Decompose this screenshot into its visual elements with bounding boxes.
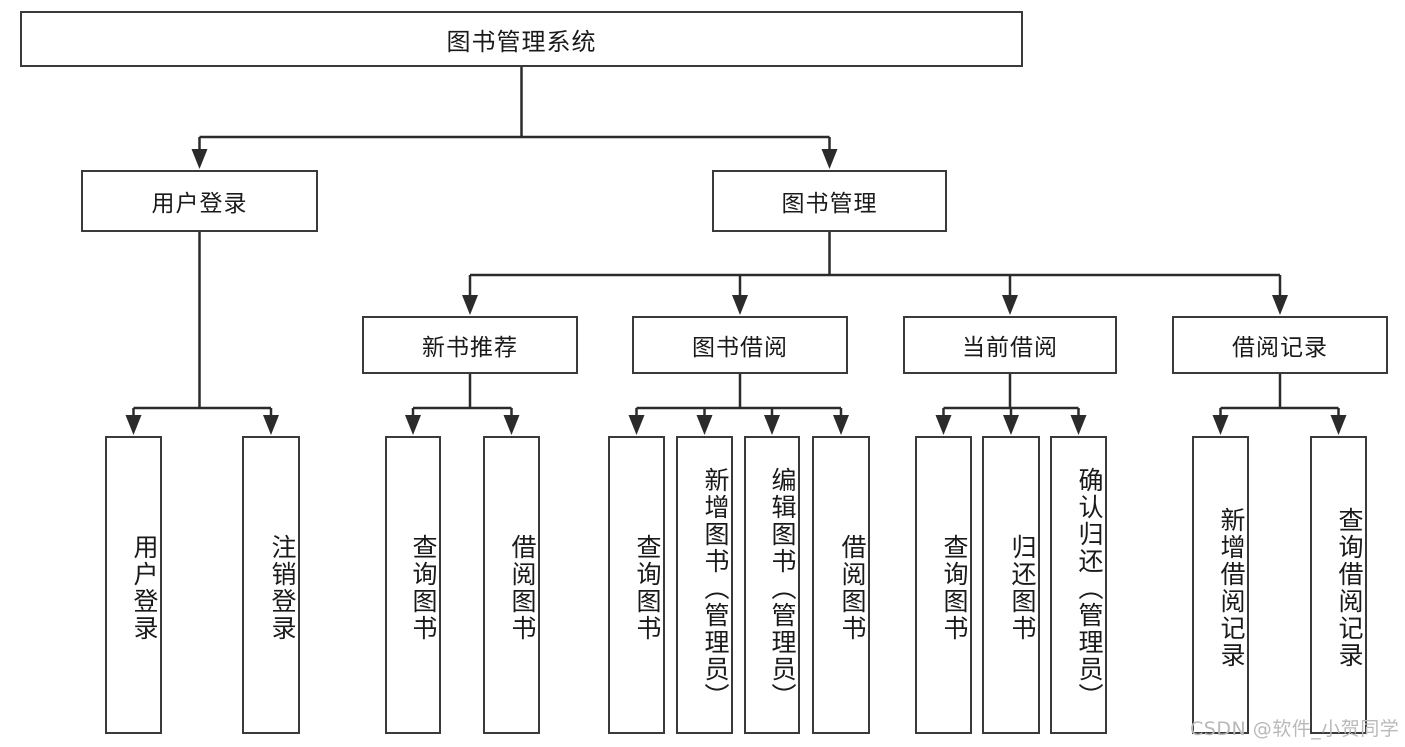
node-leaf-borrow-book-1[interactable]: 借阅图书 — [483, 436, 540, 734]
node-leaf-edit-book[interactable]: 编辑图书（管理员） — [744, 436, 800, 734]
node-leaf-logout[interactable]: 注销登录 — [242, 436, 300, 734]
node-current-borrow-label: 当前借阅 — [962, 335, 1058, 361]
node-leaf-query-book-1[interactable]: 查询图书 — [385, 436, 441, 734]
node-leaf-borrow-book-2[interactable]: 借阅图书 — [812, 436, 870, 734]
node-borrow-record[interactable]: 借阅记录 — [1172, 316, 1388, 374]
node-leaf-query-book-1-label: 查询图书 — [409, 534, 438, 642]
node-leaf-query-record-label: 查询借阅记录 — [1335, 507, 1364, 669]
node-book-borrow[interactable]: 图书借阅 — [632, 316, 848, 374]
node-leaf-add-book-label: 新增图书（管理员） — [701, 466, 730, 710]
node-new-book-recommend-label: 新书推荐 — [422, 335, 518, 361]
node-leaf-return-book[interactable]: 归还图书 — [982, 436, 1040, 734]
node-leaf-borrow-book-2-label: 借阅图书 — [838, 534, 867, 642]
node-leaf-query-book-2-label: 查询图书 — [633, 534, 662, 642]
watermark: CSDN @软件_小贺同学 — [1190, 718, 1400, 740]
node-leaf-add-record[interactable]: 新增借阅记录 — [1192, 436, 1249, 734]
node-leaf-query-book-3-label: 查询图书 — [940, 534, 969, 642]
node-leaf-logout-label: 注销登录 — [268, 534, 297, 642]
node-leaf-query-book-2[interactable]: 查询图书 — [608, 436, 665, 734]
node-leaf-edit-book-label: 编辑图书（管理员） — [768, 466, 797, 710]
node-leaf-user-login-label: 用户登录 — [130, 534, 159, 642]
node-leaf-borrow-book-1-label: 借阅图书 — [508, 534, 537, 642]
node-leaf-add-book[interactable]: 新增图书（管理员） — [676, 436, 733, 734]
node-leaf-confirm-return[interactable]: 确认归还（管理员） — [1050, 436, 1107, 734]
node-book-manage[interactable]: 图书管理 — [712, 170, 947, 232]
node-root-label: 图书管理系统 — [446, 27, 597, 56]
node-leaf-return-book-label: 归还图书 — [1008, 534, 1037, 642]
node-current-borrow[interactable]: 当前借阅 — [903, 316, 1117, 374]
node-new-book-recommend[interactable]: 新书推荐 — [362, 316, 578, 374]
node-root[interactable]: 图书管理系统 — [20, 11, 1023, 67]
node-book-borrow-label: 图书借阅 — [692, 335, 788, 361]
node-leaf-query-book-3[interactable]: 查询图书 — [915, 436, 972, 734]
node-leaf-user-login[interactable]: 用户登录 — [105, 436, 162, 734]
node-user-login-label: 用户登录 — [151, 191, 248, 217]
node-user-login[interactable]: 用户登录 — [81, 170, 318, 232]
node-leaf-add-record-label: 新增借阅记录 — [1217, 507, 1246, 669]
node-borrow-record-label: 借阅记录 — [1232, 335, 1328, 361]
node-book-manage-label: 图书管理 — [781, 191, 878, 217]
node-leaf-query-record[interactable]: 查询借阅记录 — [1310, 436, 1367, 734]
node-leaf-confirm-return-label: 确认归还（管理员） — [1075, 466, 1104, 710]
